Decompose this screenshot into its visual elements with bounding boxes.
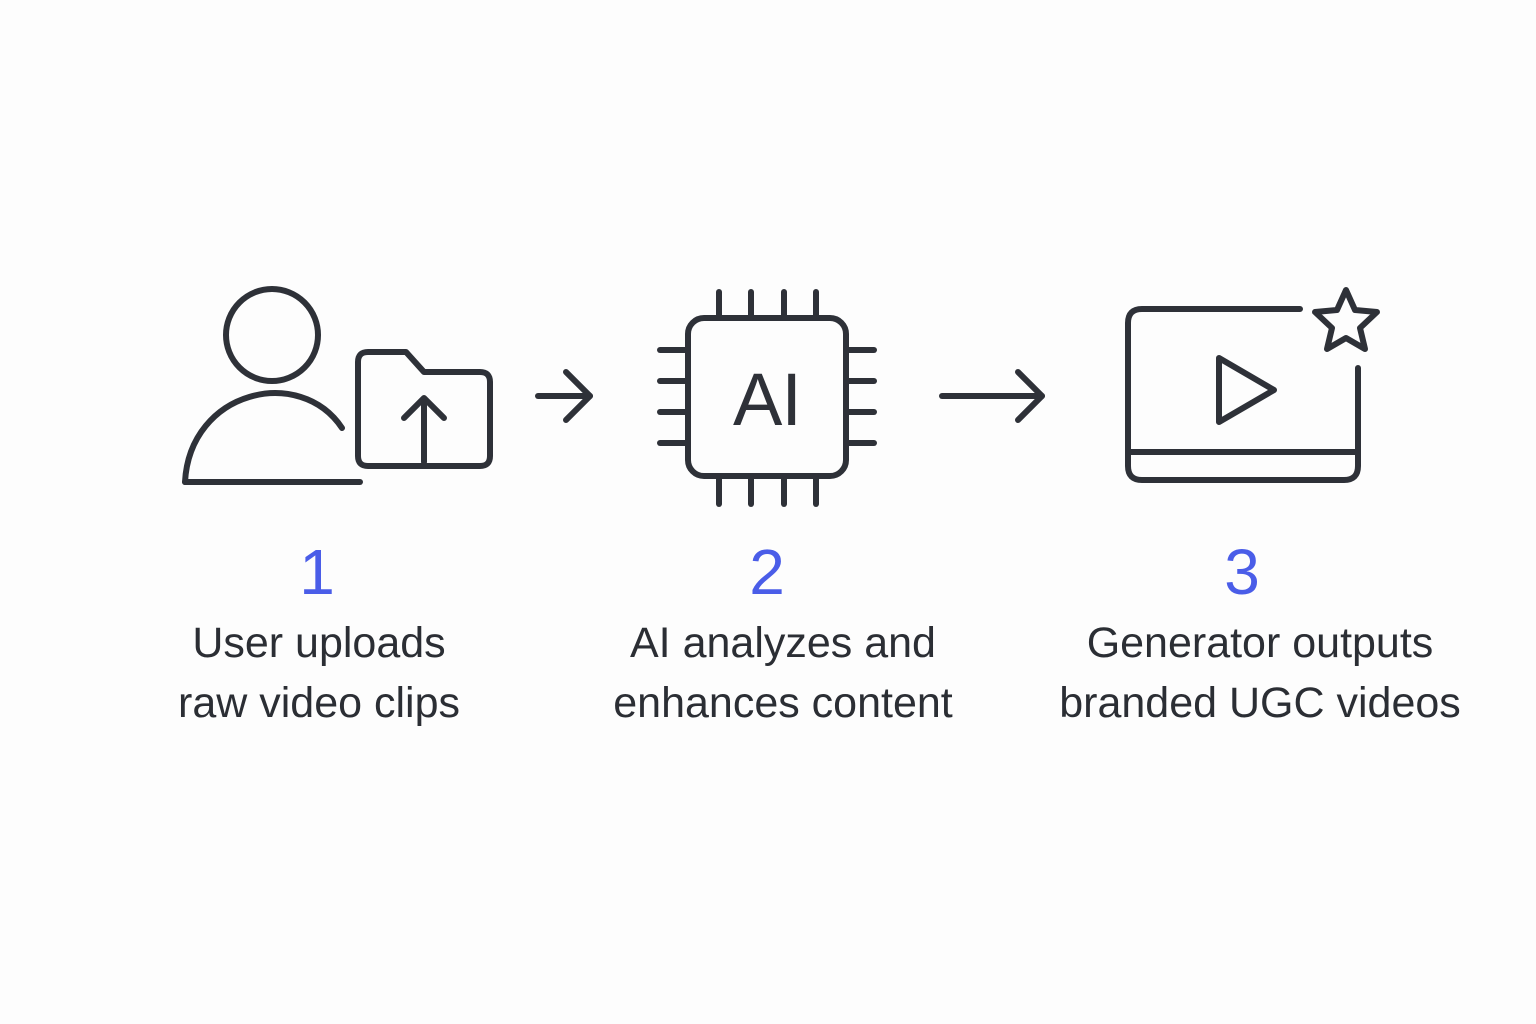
ai-chip-text: AI [733,358,801,441]
star-icon [1312,287,1380,352]
step-1-number: 1 [299,536,335,608]
step-2-label-line1: AI analyzes and [630,619,936,667]
arrow-right-icon [535,369,593,423]
step-1-label: User uploads raw video clips [89,613,549,733]
step-3-label-line2: branded UGC videos [1059,679,1461,727]
step-3-label-line1: Generator outputs [1086,619,1434,667]
user-icon [182,286,363,485]
step-3-label: Generator outputs branded UGC videos [1030,613,1490,733]
video-player-star-icon [1125,287,1380,483]
step-1-label-line2: raw video clips [178,679,460,727]
arrow-right-icon [939,369,1045,423]
step-2-label: AI analyzes and enhances content [553,613,1013,733]
upload-folder-icon [355,349,493,469]
step-3-number: 3 [1224,536,1260,608]
step-2-label-line2: enhances content [613,679,953,727]
ai-chip-icon: AI [657,289,877,507]
step-1-label-line1: User uploads [192,619,446,667]
step-2-number: 2 [749,536,785,608]
